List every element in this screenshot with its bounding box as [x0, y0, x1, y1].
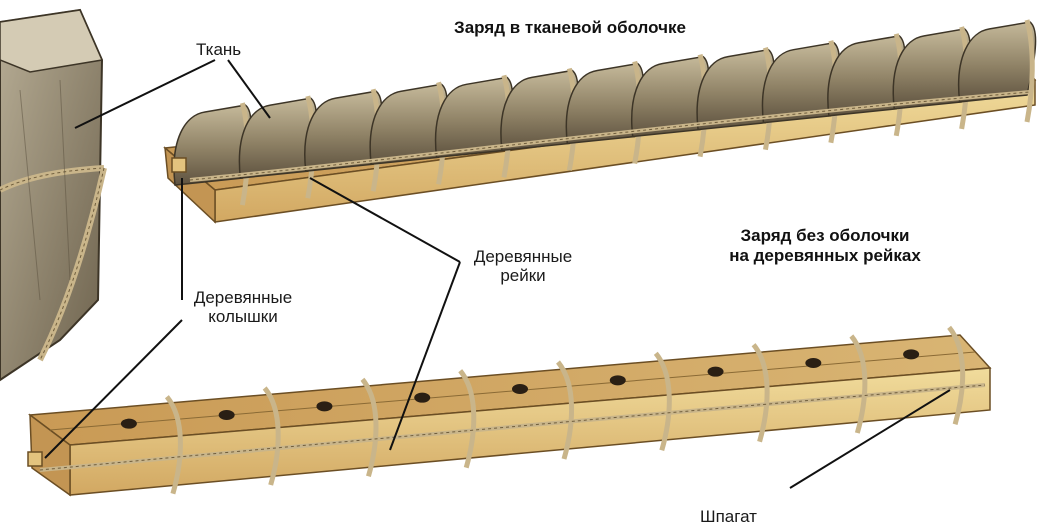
label-fabric: Ткань — [196, 40, 241, 59]
label-wooden-pegs: Деревянные колышки — [168, 288, 318, 326]
charge-hole — [414, 393, 430, 403]
wooden-peg-top — [172, 158, 186, 172]
charge-hole — [903, 349, 919, 359]
charge-hole — [708, 367, 724, 377]
charge-hole — [512, 384, 528, 394]
charge-hole — [805, 358, 821, 368]
wooden-peg-bottom — [28, 452, 42, 466]
charge-hole — [316, 401, 332, 411]
bare-charge — [28, 327, 990, 495]
charge-hole — [219, 410, 235, 420]
fabric-package — [0, 10, 104, 380]
charge-hole — [610, 375, 626, 385]
title-bare-charge: Заряд без оболочки на деревянных рейках — [690, 226, 960, 266]
fabric-bag — [959, 22, 1036, 102]
label-twine: Шпагат — [700, 507, 757, 526]
label-wooden-slats: Деревянные рейки — [458, 247, 588, 285]
fabric-charge — [165, 20, 1036, 222]
charge-hole — [121, 419, 137, 429]
title-fabric-charge: Заряд в тканевой оболочке — [400, 18, 740, 38]
